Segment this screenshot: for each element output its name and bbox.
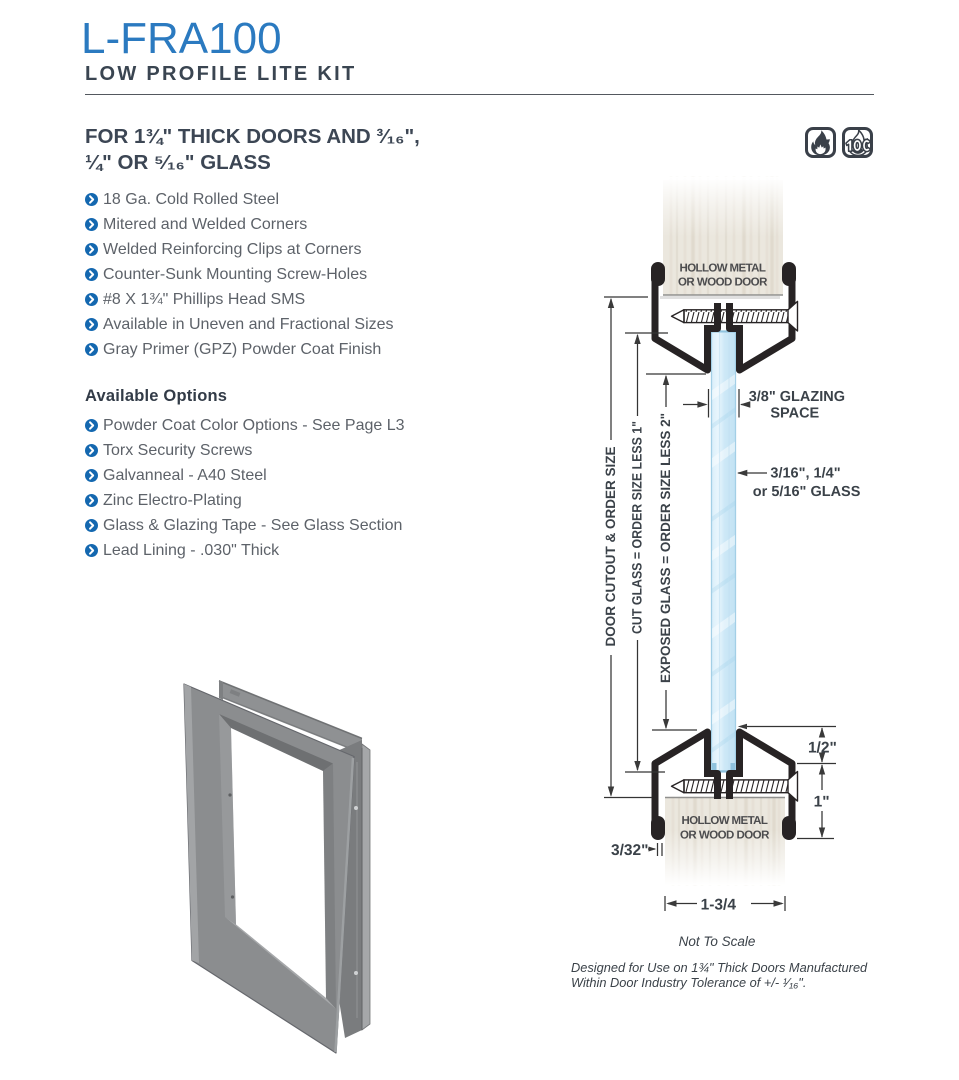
svg-text:3/32": 3/32" — [611, 842, 649, 859]
svg-text:HOLLOW METAL: HOLLOW METAL — [680, 263, 767, 275]
svg-text:OR WOOD DOOR: OR WOOD DOOR — [678, 277, 768, 289]
svg-text:3/8" GLAZING: 3/8" GLAZING — [749, 389, 845, 405]
svg-text:EXPOSED GLASS = ORDER SIZE LES: EXPOSED GLASS = ORDER SIZE LESS 2" — [658, 413, 673, 683]
svg-text:1/2": 1/2" — [808, 740, 837, 757]
svg-text:3/16", 1/4": 3/16", 1/4" — [770, 466, 840, 482]
svg-text:1-3/4: 1-3/4 — [701, 897, 737, 914]
svg-text:SPACE: SPACE — [770, 406, 819, 422]
svg-text:HOLLOW METAL: HOLLOW METAL — [682, 815, 769, 827]
svg-text:1": 1" — [814, 794, 830, 811]
svg-text:or 5/16" GLASS: or 5/16" GLASS — [753, 484, 861, 500]
svg-text:DOOR CUTOUT & ORDER SIZE: DOOR CUTOUT & ORDER SIZE — [603, 446, 618, 646]
svg-text:CUT GLASS = ORDER SIZE LESS 1": CUT GLASS = ORDER SIZE LESS 1" — [630, 421, 645, 634]
svg-text:OR WOOD DOOR: OR WOOD DOOR — [680, 830, 770, 842]
